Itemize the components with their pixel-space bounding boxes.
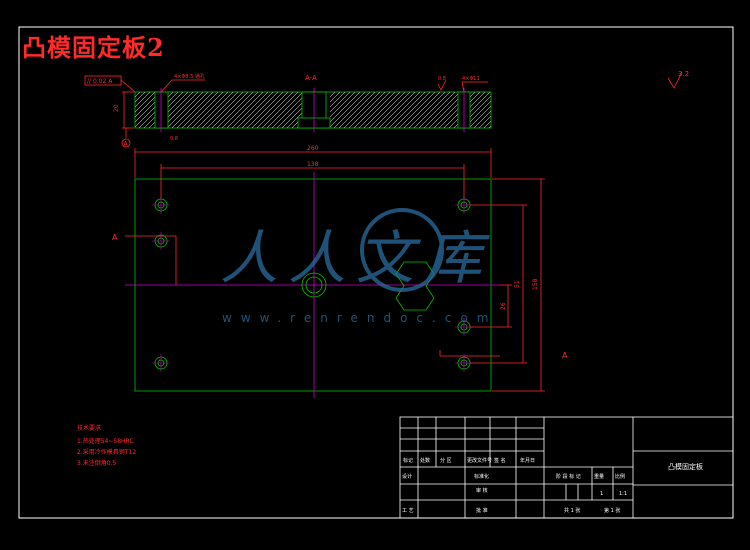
tb-quantity: 1: [600, 491, 603, 497]
tb-change-doc: 更改文件号: [467, 457, 492, 464]
tb-date: 年月日: [520, 457, 535, 464]
title-block-text: 标记 处数 分 区 更改文件号 签 名 年月日 设计 标准化 审 核 工 艺 批…: [402, 457, 703, 514]
tb-approve: 批 准: [476, 507, 488, 514]
roughness-top: 0.8: [438, 76, 446, 82]
section-hatching: [134, 91, 492, 129]
notes-line: 3.未注倒角0.5: [77, 459, 116, 467]
tb-zone: 分 区: [440, 457, 452, 464]
height-dim: 158: [532, 278, 539, 290]
tb-count: 处数: [420, 457, 430, 464]
tb-review: 审 核: [476, 487, 488, 494]
drawing-title: 凸模固定板2: [22, 33, 165, 62]
notes-heading: 技术要求: [77, 424, 101, 432]
tb-design: 设计: [402, 473, 412, 480]
hole-callout-right: 4×Φ11: [462, 76, 480, 82]
height-small-dim: 26: [500, 302, 507, 310]
tb-scale-hdr: 比例: [615, 473, 625, 480]
datum-letter: A: [124, 141, 129, 148]
notes-line: 1.热处理54~58HRC: [77, 437, 134, 445]
tb-sheet-no: 第 1 张: [604, 507, 620, 514]
roughness-left: 0.8: [170, 136, 178, 142]
technical-notes: 技术要求 1.热处理54~58HRC 2.采用冷作模具钢T12 3.未注倒角0.…: [77, 424, 136, 467]
plan-view: A A 260 138: [112, 145, 568, 398]
section-label: A-A: [305, 74, 317, 82]
drawing-border: [18, 26, 734, 519]
tb-part-name: 凸模固定板: [668, 462, 703, 471]
tb-std: 标准化: [474, 473, 489, 480]
watermark-text: 人人文库: [220, 224, 492, 292]
tb-mark: 标记: [403, 457, 413, 464]
tb-sheet-total: 共 1 张: [564, 507, 580, 514]
section-marker-left: A: [112, 233, 118, 242]
section-view: 20 A // 0.02 A A-A 4×Φ8.5 通孔 0.8 4×Φ11 0…: [84, 73, 492, 148]
section-hole-left: [154, 91, 169, 129]
datum-marker: [121, 138, 131, 148]
watermark-url: www.renrendoc.com: [222, 311, 497, 325]
tb-scale: 1:1: [619, 491, 627, 497]
hole-callout-left: 4×Φ8.5 通孔: [174, 73, 205, 80]
center-hole: [301, 272, 327, 298]
section-marker-right: A: [562, 351, 568, 360]
tb-sign: 签 名: [494, 457, 506, 464]
tolerance-frame-text: // 0.02 A: [87, 78, 113, 85]
width-dim: 260: [307, 145, 319, 152]
hole-spacing-x-dim: 138: [307, 161, 319, 168]
tb-process: 工 艺: [402, 508, 414, 514]
watermark: 人人文库 www.renrendoc.com: [220, 208, 497, 325]
title-block: [399, 416, 734, 519]
punch-profile: [395, 261, 435, 311]
hole-spacing-y-dim: 51: [514, 280, 521, 288]
tb-stage: 阶 段 标 记: [556, 473, 581, 480]
tb-weight: 重量: [594, 473, 604, 480]
notes-line: 2.采用冷作模具钢T12: [77, 448, 136, 456]
thickness-dim: 20: [113, 104, 120, 112]
roughness-general: 3.2: [678, 70, 689, 78]
